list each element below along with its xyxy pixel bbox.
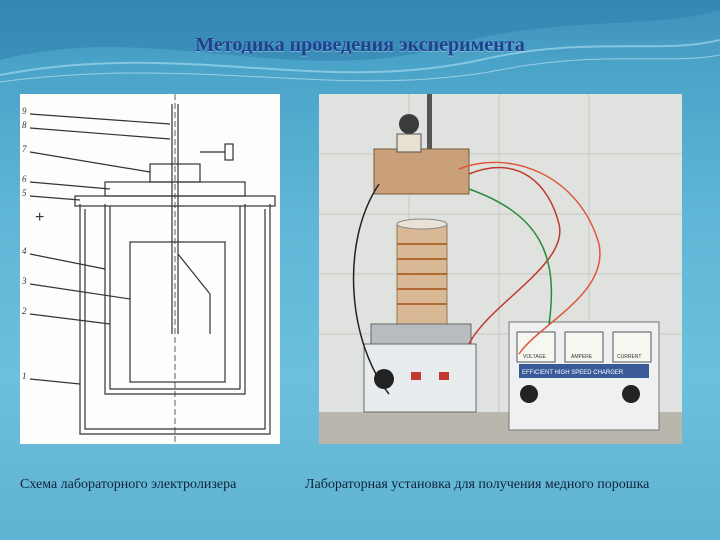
charger-label: EFFICIENT HIGH SPEED CHARGER	[522, 370, 624, 376]
lab-setup-illustration: VOLTAGE AMPERE CURRENT EFFICIENT HIGH SP…	[319, 94, 682, 444]
header-swirl-decoration	[0, 0, 720, 83]
schematic-drawing: 9 8 7 6 5 4 3 2 1 +	[21, 94, 276, 444]
meter-label-current: CURRENT	[617, 354, 641, 360]
callout-6: 6	[22, 174, 27, 184]
meter-label-ampere: AMPERE	[571, 354, 593, 360]
caption-photo: Лабораторная установка для получения мед…	[305, 477, 650, 492]
callout-8: 8	[22, 120, 27, 130]
caption-schematic: Схема лабораторного электролизера	[20, 477, 237, 492]
callout-9: 9	[22, 106, 27, 116]
callout-2: 2	[22, 306, 27, 316]
plus-terminal-sign: +	[35, 209, 44, 226]
callout-1: 1	[22, 371, 27, 381]
slide-title: Методика проведения эксперимента	[195, 34, 525, 56]
callout-7: 7	[22, 144, 27, 154]
meter-label-voltage: VOLTAGE	[523, 354, 547, 360]
callout-4: 4	[22, 246, 27, 256]
lab-setup-photo: VOLTAGE AMPERE CURRENT EFFICIENT HIGH SP…	[319, 94, 682, 444]
callout-5: 5	[22, 188, 27, 198]
callout-3: 3	[21, 276, 27, 286]
electrolyzer-schematic: 9 8 7 6 5 4 3 2 1 +	[20, 94, 280, 444]
